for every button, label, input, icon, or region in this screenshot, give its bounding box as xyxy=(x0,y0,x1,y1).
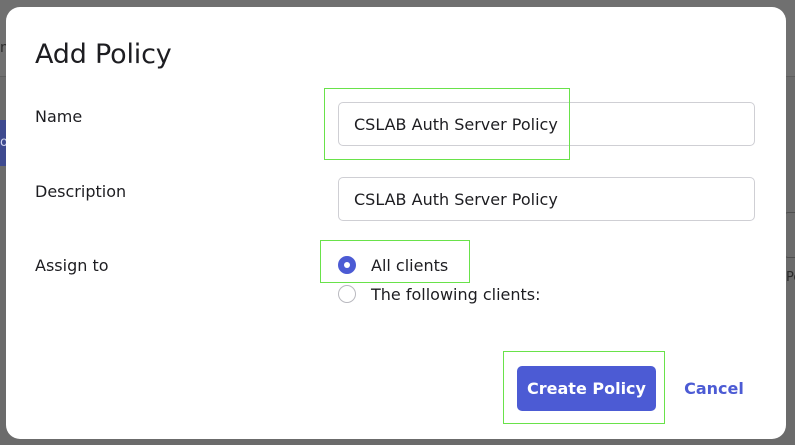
radio-all-clients[interactable]: All clients xyxy=(338,254,448,276)
background-text-fragment: n xyxy=(0,40,9,56)
radio-label-all-clients: All clients xyxy=(371,255,449,275)
create-policy-button[interactable]: Create Policy xyxy=(517,366,656,411)
radio-button-unselected[interactable] xyxy=(338,285,356,303)
description-label: Description xyxy=(35,182,127,201)
radio-button-selected[interactable] xyxy=(338,256,356,274)
description-field[interactable] xyxy=(338,177,755,221)
radio-following-clients[interactable]: The following clients: xyxy=(338,283,541,305)
name-label: Name xyxy=(35,107,83,126)
background-right-text-fragment: Po xyxy=(786,270,795,285)
assign-to-label: Assign to xyxy=(35,256,109,275)
background-button-text-fragment: o xyxy=(0,135,8,150)
name-field[interactable] xyxy=(338,102,755,146)
add-policy-dialog: Add Policy Name Description Assign to Al… xyxy=(6,7,786,439)
radio-label-following-clients: The following clients: xyxy=(371,284,541,304)
cancel-button[interactable]: Cancel xyxy=(674,366,754,411)
dialog-title: Add Policy xyxy=(35,39,172,70)
background-blue-button xyxy=(0,120,8,166)
